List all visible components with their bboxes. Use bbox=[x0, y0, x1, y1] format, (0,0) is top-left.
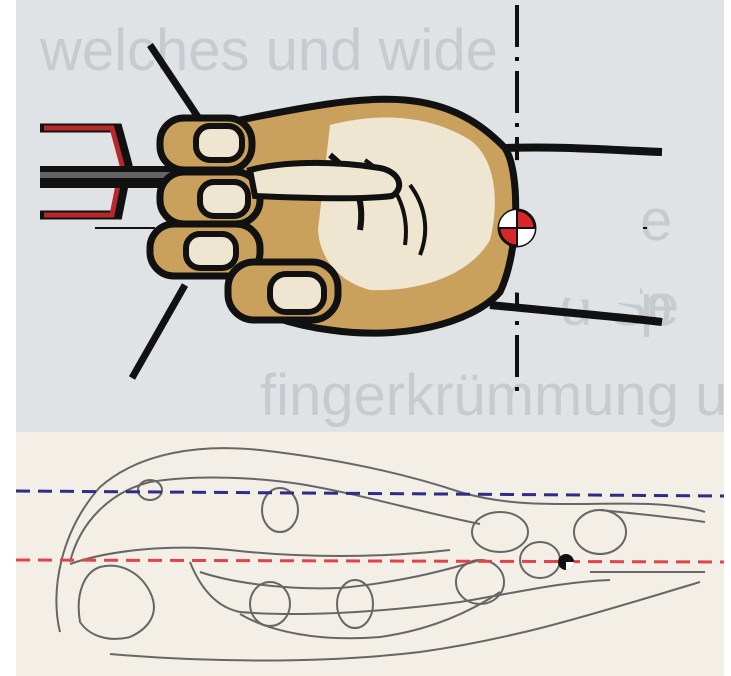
fingernail-little bbox=[270, 274, 324, 312]
top-illustration-panel: welches und wide e p d Se fingerkrümmung… bbox=[0, 0, 731, 432]
hand-skeleton-sketch bbox=[0, 432, 731, 676]
left-margin bbox=[0, 0, 16, 432]
bottom-right-margin bbox=[724, 432, 731, 676]
bottom-left-margin bbox=[0, 432, 16, 676]
fingernail-ring bbox=[186, 234, 236, 268]
joint-marker bbox=[558, 554, 574, 570]
forearm-upper-edge bbox=[505, 147, 662, 152]
fist-grip-illustration: welches und wide e p d Se fingerkrümmung… bbox=[0, 0, 731, 432]
thumb bbox=[250, 163, 399, 198]
fingernail-middle bbox=[200, 182, 248, 216]
bg-text-line-1: welches und wide bbox=[39, 18, 498, 83]
red-crosshair-marker bbox=[499, 210, 535, 246]
bg-text-line-2: e bbox=[640, 188, 672, 253]
bottom-illustration-panel bbox=[0, 432, 731, 676]
fingernail-index bbox=[196, 126, 242, 160]
bg-text-line-5: fingerkrümmung und bbox=[260, 363, 731, 428]
